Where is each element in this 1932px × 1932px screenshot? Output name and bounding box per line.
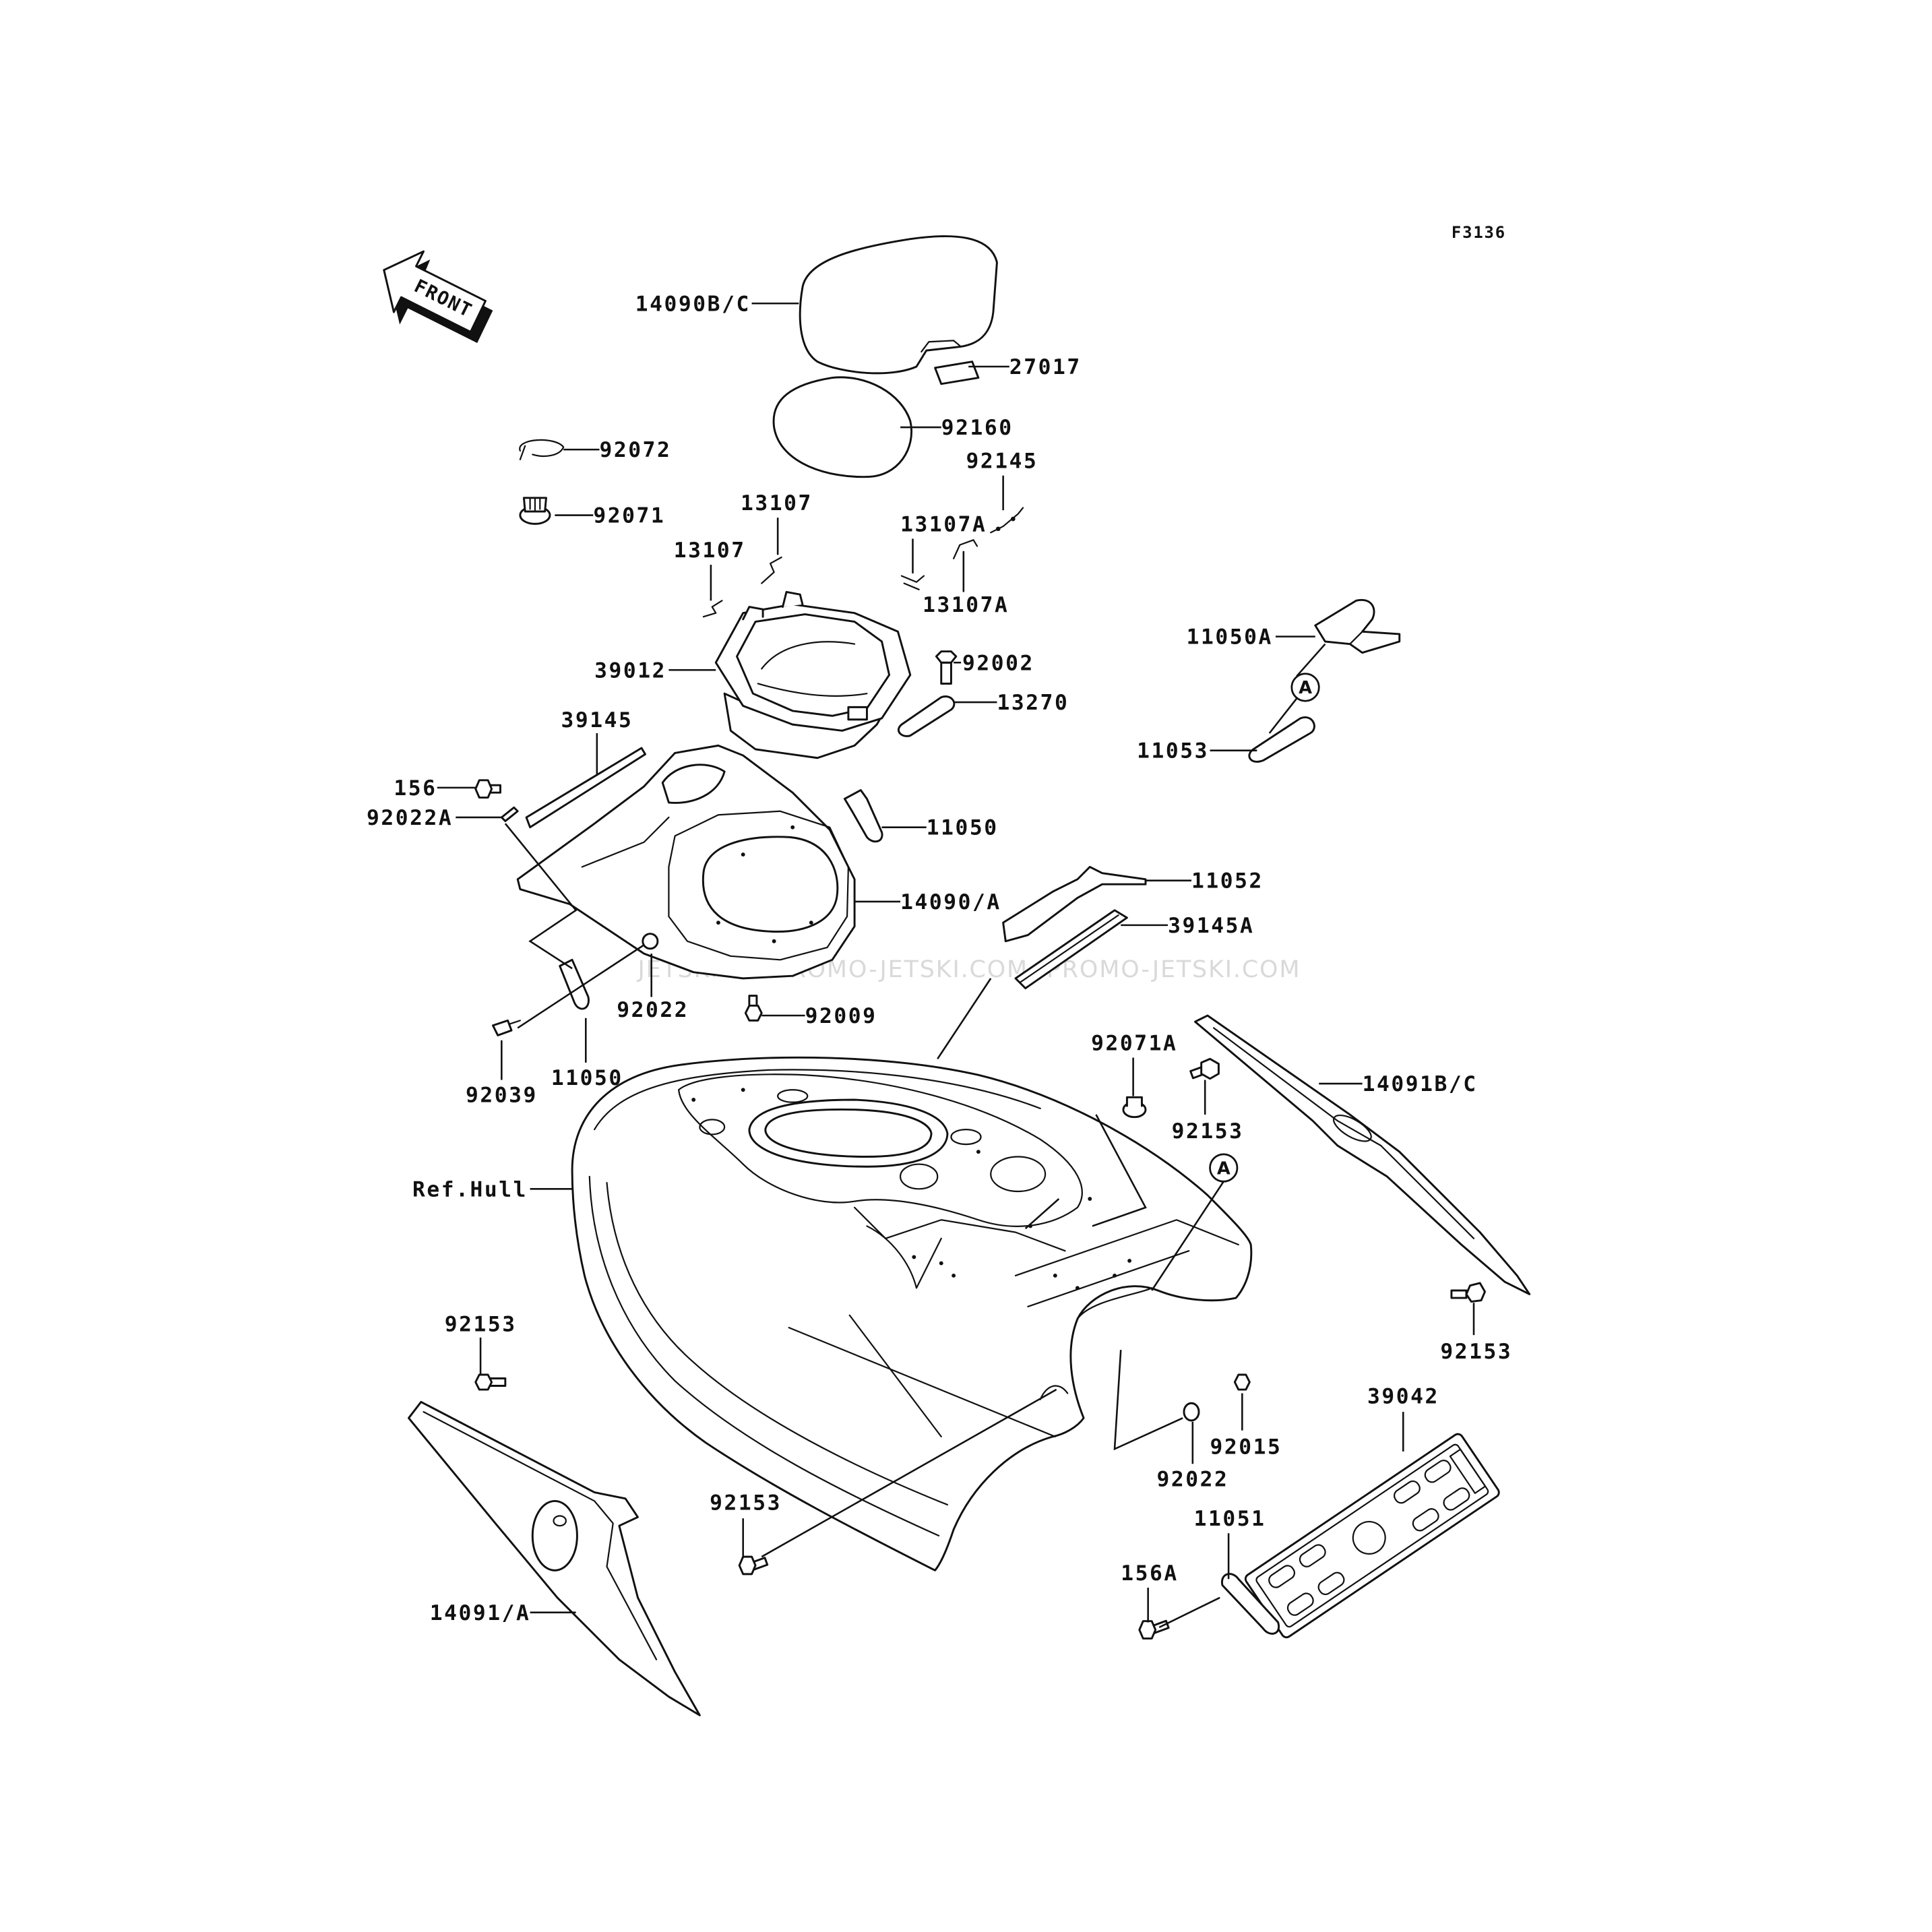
- part-label: 39012: [594, 658, 666, 683]
- part-label: 13107: [741, 491, 813, 516]
- clip-13107-upper-part: [761, 556, 782, 584]
- part-label: 92022A: [367, 806, 453, 830]
- clip-92145-part: [990, 507, 1024, 534]
- diagram-code: F3136: [1452, 223, 1506, 242]
- part-label: 92022: [617, 998, 689, 1022]
- part-label: 11050A: [1187, 625, 1273, 650]
- part-label: 39145A: [1168, 914, 1254, 938]
- bracket-11050a-part: [1314, 598, 1401, 654]
- part-label: 14090B/C: [635, 292, 751, 316]
- part-label: 14091/A: [430, 1601, 531, 1625]
- part-label: 14091B/C: [1363, 1072, 1478, 1096]
- callout-marker-a-upper: A: [1290, 673, 1320, 702]
- bolt-92153-left-part: [474, 1373, 507, 1391]
- bolt-92153-right-part: [1450, 1282, 1487, 1303]
- hull-reference: [571, 1056, 1253, 1571]
- washer-92022a-part: [500, 806, 519, 822]
- bolt-92009-part: [744, 995, 763, 1022]
- part-label: 13107A: [900, 512, 987, 536]
- bolt-156-part: [474, 779, 501, 799]
- callout-marker-a-lower: A: [1209, 1153, 1239, 1183]
- part-label: 92145: [966, 449, 1038, 474]
- clip-ring-part: [519, 439, 565, 460]
- part-label: 92022: [1157, 1467, 1229, 1491]
- nut-92015-part: [1233, 1373, 1251, 1391]
- washer-92022-lower-part: [1183, 1402, 1200, 1422]
- part-label: 13270: [997, 691, 1069, 715]
- bracket-11052-part: [1002, 866, 1147, 943]
- reference-hull-label: Ref.Hull: [412, 1177, 528, 1202]
- part-label: 14090/A: [900, 890, 1001, 914]
- part-label: 92153: [445, 1313, 517, 1337]
- part-label: 92039: [466, 1084, 538, 1108]
- part-label: 92071A: [1091, 1031, 1177, 1055]
- part-label: 156A: [1121, 1561, 1179, 1586]
- front-direction-arrow-icon: FRONT: [383, 250, 493, 343]
- grommet-92071a-part: [1122, 1096, 1147, 1119]
- clip-13107-lower-part: [702, 600, 723, 618]
- plate-13270-part: [898, 695, 956, 737]
- part-label: 39145: [561, 708, 633, 733]
- part-label: 13107A: [923, 593, 1009, 617]
- bracket-11050-lower-part: [559, 958, 590, 1010]
- plate-11053-part: [1248, 716, 1315, 763]
- cap-part: [519, 497, 551, 525]
- clip-13107a-upper-part: [900, 575, 925, 590]
- washer-92022-upper-part: [642, 933, 659, 950]
- part-label: 92015: [1210, 1435, 1282, 1460]
- watermark-part: PROMO-JETSKI.COM: [1047, 956, 1301, 983]
- part-label: 27017: [1009, 355, 1082, 379]
- strip-39145a-part: [1014, 909, 1128, 990]
- leader-lines: [437, 302, 1475, 1629]
- part-label: 13107: [674, 538, 746, 563]
- bracket-11050-upper-part: [843, 789, 883, 843]
- plate-11051-part: [1221, 1573, 1280, 1635]
- svg-text:A: A: [1299, 678, 1312, 698]
- part-label: 92153: [1440, 1340, 1512, 1364]
- storage-bin-part: [714, 591, 912, 759]
- part-label: 11051: [1194, 1507, 1266, 1531]
- svg-text:A: A: [1217, 1158, 1230, 1179]
- part-label: 92153: [1172, 1119, 1244, 1144]
- part-label: 39042: [1367, 1384, 1439, 1408]
- strip-39145-part: [525, 747, 646, 829]
- part-label: 92153: [710, 1491, 782, 1515]
- side-panel-left-part: [408, 1400, 701, 1716]
- part-label: 92071: [593, 504, 665, 528]
- part-label: 92160: [941, 416, 1014, 440]
- deck-cover-part: [516, 744, 856, 980]
- part-label: 92072: [600, 438, 672, 462]
- seat-pad-part: [772, 376, 912, 478]
- part-label: 11053: [1137, 739, 1209, 764]
- part-label: 92002: [962, 651, 1034, 675]
- bolt-92002-part: [935, 650, 958, 685]
- clip-13107a-lower-part: [953, 539, 978, 559]
- part-label: 11050: [551, 1066, 623, 1090]
- plate-39042-part: [1244, 1433, 1500, 1639]
- seat-tab-part: [934, 361, 980, 385]
- part-label: 11050: [927, 816, 999, 840]
- part-label: 156: [394, 776, 437, 801]
- bolt-92039-part: [491, 1019, 521, 1036]
- side-panel-right-part: [1194, 1014, 1531, 1295]
- part-label: 11052: [1191, 869, 1264, 894]
- bolt-92153-upper-part: [1189, 1057, 1220, 1080]
- part-label: 92009: [805, 1004, 877, 1028]
- seat-cover-part: [799, 235, 998, 375]
